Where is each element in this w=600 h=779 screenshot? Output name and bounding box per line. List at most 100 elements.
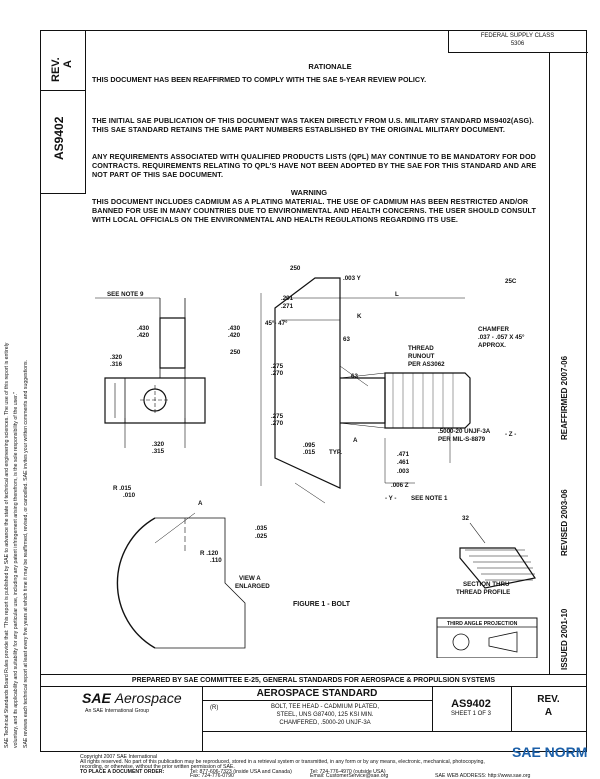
footer-divider-bottom bbox=[202, 731, 587, 732]
view-a-marker-1: A bbox=[353, 437, 358, 444]
sae-logo: SAE Aerospace bbox=[82, 690, 182, 706]
l-label: L bbox=[395, 291, 399, 298]
third-angle-label: THIRD ANGLE PROJECTION bbox=[447, 621, 518, 627]
warning-title: WARNING bbox=[290, 188, 328, 197]
paragraph-initial-publication: THE INITIAL SAE PUBLICATION OF THIS DOCU… bbox=[92, 116, 534, 134]
dim-320-316-b: .316 bbox=[110, 361, 123, 368]
revised-date: REVISED 2003-06 bbox=[560, 489, 569, 556]
dim-471: .471 bbox=[397, 451, 410, 458]
dim-275-a1: .275 bbox=[271, 363, 284, 370]
right-revision-column bbox=[549, 52, 588, 674]
dim-32: 32 bbox=[462, 515, 469, 522]
copyright-3: recording, or otherwise, without the pri… bbox=[80, 764, 235, 770]
r-110: .110 bbox=[210, 557, 222, 564]
rationale-title: RATIONALE bbox=[308, 62, 352, 71]
view-a-enlarged bbox=[116, 517, 156, 649]
dim-275-a2: .270 bbox=[271, 370, 284, 377]
dim-095-a: .095 bbox=[303, 442, 316, 449]
thread-runout-2: RUNOUT bbox=[408, 353, 435, 360]
footer-divider-2 bbox=[40, 686, 587, 687]
tel-1: Tel: 877-606-7323 (inside USA and Canada… bbox=[190, 769, 292, 775]
dim-430-right-a: .430 bbox=[228, 325, 241, 332]
dim-250-top: 250 bbox=[290, 265, 301, 272]
typ-label: TYP. bbox=[329, 449, 342, 456]
left-column-divider bbox=[40, 90, 85, 91]
fsc-line2: 5306 bbox=[510, 41, 525, 47]
tol-003: .003 bbox=[397, 468, 410, 475]
copyright-2: All rights reserved. No part of this pub… bbox=[80, 759, 485, 765]
r-mark: (R) bbox=[210, 705, 219, 711]
see-note-9: SEE NOTE 9 bbox=[107, 291, 144, 298]
docnum-box bbox=[432, 686, 512, 731]
dim-291-a: .291 bbox=[281, 295, 294, 302]
chamfer-1: CHAMFER bbox=[478, 326, 509, 333]
dim-250-head: 250 bbox=[230, 349, 241, 356]
tel-2: Tel: 724-776-4970 (outside USA) bbox=[310, 769, 386, 775]
copyright-1: Copyright 2007 SAE International bbox=[80, 754, 157, 760]
r-120: R .120 bbox=[200, 550, 219, 557]
dim-320-316-a: .320 bbox=[110, 354, 123, 361]
logo-box bbox=[40, 686, 203, 752]
figure-title: FIGURE 1 - BOLT bbox=[293, 601, 351, 608]
logo-aerospace: Aerospace bbox=[114, 690, 182, 706]
section-thru-2: THREAD PROFILE bbox=[456, 589, 510, 596]
dim-461: .461 bbox=[397, 459, 410, 466]
footer-rev-value: A bbox=[544, 707, 553, 718]
chamfer-3: APPROX. bbox=[478, 342, 506, 349]
view-a-marker-2: A bbox=[198, 500, 203, 507]
chamfer-2: .037 - .057 X 45° bbox=[478, 334, 525, 341]
header-rev-label: REV. bbox=[50, 57, 62, 82]
tol-006-z: .006 Z bbox=[391, 482, 409, 489]
bolt-drawing: SEE NOTE 9 .430 .420 .430 .420 250 .320 … bbox=[95, 265, 538, 658]
angle-45-47: 45°- 47° bbox=[265, 320, 288, 327]
bolt-shank bbox=[340, 377, 386, 424]
head-side-view bbox=[104, 377, 206, 424]
k-label: K bbox=[357, 313, 362, 320]
dim-63-a: 63 bbox=[343, 336, 350, 343]
warning-text: THIS DOCUMENT INCLUDES CADMIUM AS A PLAT… bbox=[92, 197, 536, 224]
dim-63-b: 63 bbox=[351, 373, 358, 380]
title-divider bbox=[202, 700, 432, 701]
footer-doc-number: AS9402 bbox=[451, 698, 491, 710]
tol-003-y: .003 Y bbox=[343, 275, 362, 282]
dim-291-b: .271 bbox=[281, 303, 294, 310]
header-doc-number: AS9402 bbox=[52, 116, 66, 160]
side-notice-1: SAE Technical Standards Board Rules prov… bbox=[4, 342, 10, 748]
logo-sae: SAE bbox=[82, 690, 111, 706]
desc-line1: BOLT, TEE HEAD - CADMIUM PLATED, bbox=[270, 704, 380, 710]
footer-rev-label: REV. bbox=[537, 694, 560, 705]
desc-line3: CHAMFERED, .5000-20 UNJF-3A bbox=[279, 720, 371, 726]
side-notice-2: voluntary, and its applicability and sui… bbox=[13, 392, 19, 748]
dim-25c: 25C bbox=[505, 278, 517, 285]
sae-norm-watermark: SAE NORM bbox=[512, 744, 588, 760]
dim-430-left-b: .420 bbox=[137, 332, 150, 339]
r-010: .010 bbox=[123, 492, 136, 499]
dim-035: .035 bbox=[255, 525, 268, 532]
paragraph-qpl: ANY REQUIREMENTS ASSOCIATED WITH QUALIFI… bbox=[92, 152, 537, 179]
fsc-box bbox=[448, 30, 588, 53]
r-015: R .015 bbox=[113, 485, 132, 492]
issued-date: ISSUED 2001-10 bbox=[560, 608, 569, 670]
dim-095-b: .015 bbox=[303, 449, 316, 456]
bolt-thread bbox=[384, 372, 471, 429]
email: Email: CustomerService@sae.org bbox=[310, 773, 389, 779]
thread-profile-section bbox=[459, 522, 536, 589]
logo-sub: An SAE International Group bbox=[85, 708, 150, 714]
rationale-text: THIS DOCUMENT HAS BEEN REAFFIRMED TO COM… bbox=[92, 75, 427, 84]
thread-spec-2: PER MIL-S-8879 bbox=[438, 436, 486, 443]
header-rev-value: A bbox=[62, 60, 74, 68]
thread-runout-1: THREAD bbox=[408, 345, 434, 352]
drawing-frame bbox=[40, 30, 587, 752]
datum-z: - Z - bbox=[505, 431, 516, 438]
dim-275-b1: .275 bbox=[271, 413, 284, 420]
dim-275-b2: .270 bbox=[271, 420, 284, 427]
thread-spec-1: .5000-20 UNJF-3A bbox=[438, 428, 491, 435]
section-thru-1: SECTION THRU bbox=[463, 581, 510, 588]
view-a-enlarged-2: ENLARGED bbox=[235, 583, 270, 590]
view-a-enlarged-1: VIEW A bbox=[239, 575, 261, 582]
dim-320-315-a: .320 bbox=[152, 441, 165, 448]
reaffirmed-date: REAFFIRMED 2007-06 bbox=[560, 355, 569, 440]
standard-title: AEROSPACE STANDARD bbox=[256, 688, 378, 699]
dim-320-315-b: .315 bbox=[152, 448, 165, 455]
fax: Fax: 724-776-0790 bbox=[190, 773, 234, 779]
